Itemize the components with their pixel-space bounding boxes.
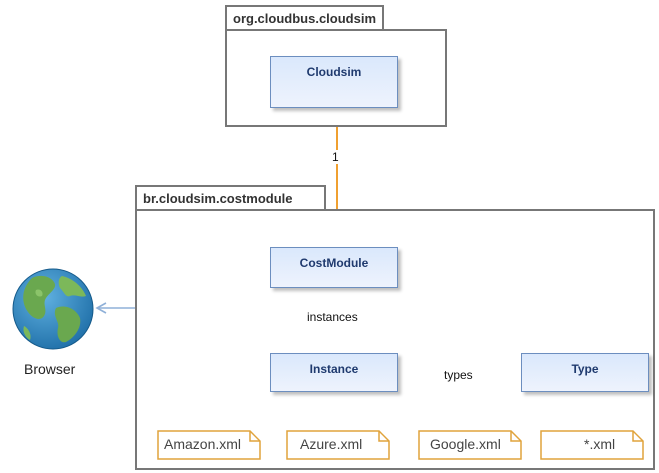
file-azure-icon[interactable] (286, 430, 390, 460)
file-any-label: *.xml (584, 436, 616, 452)
package-top-name: org.cloudbus.cloudsim (233, 11, 377, 26)
class-costmodule[interactable]: CostModule (270, 247, 398, 288)
file-amazon-label: Amazon.xml (164, 436, 242, 452)
class-costmodule-label: CostModule (299, 256, 369, 270)
class-type-label: Type (571, 362, 599, 376)
file-azure-label: Azure.xml (300, 436, 363, 452)
file-google-label: Google.xml (430, 436, 501, 452)
edge-label-instances: instances (305, 310, 360, 324)
globe-icon[interactable] (10, 268, 96, 350)
class-instance[interactable]: Instance (270, 353, 398, 392)
package-main-name: br.cloudsim.costmodule (143, 191, 293, 206)
package-top-tab: org.cloudbus.cloudsim (225, 5, 384, 31)
file-amazon-icon[interactable] (157, 430, 261, 460)
browser-label: Browser (24, 361, 76, 377)
multiplicity-label: 1 (330, 150, 341, 164)
class-cloudsim-label: Cloudsim (306, 65, 362, 79)
file-any-icon[interactable] (540, 430, 644, 460)
class-cloudsim[interactable]: Cloudsim (270, 56, 398, 108)
class-type[interactable]: Type (521, 353, 649, 392)
file-google-icon[interactable] (418, 430, 522, 460)
package-main-tab: br.cloudsim.costmodule (135, 185, 326, 211)
edge-label-types: types (442, 368, 475, 382)
class-instance-label: Instance (309, 362, 359, 376)
